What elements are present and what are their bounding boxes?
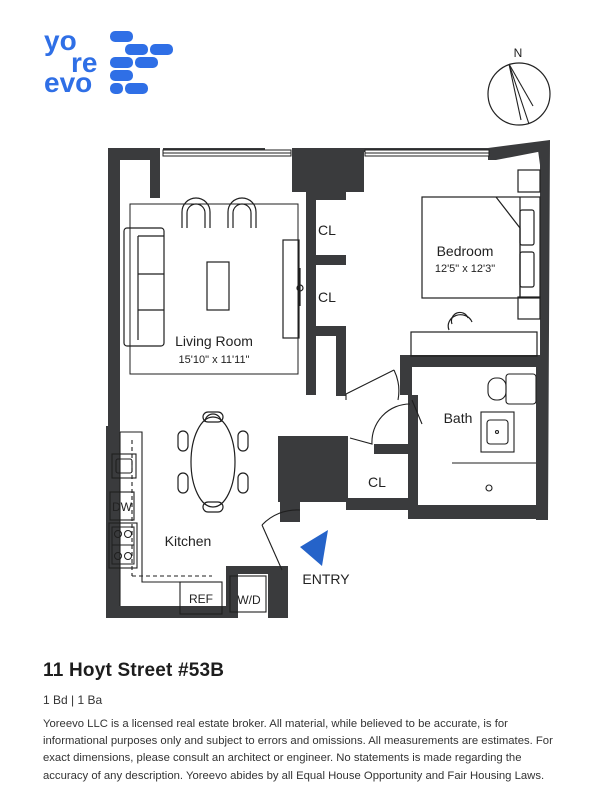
living-room-label: Living Room — [175, 333, 253, 349]
armchair-left — [181, 197, 211, 228]
listing-address: 11 Hoyt Street #53B — [43, 660, 225, 681]
armchair-right — [227, 197, 257, 228]
nightstand-bottom — [517, 296, 541, 320]
bath-door — [411, 399, 423, 425]
bedroom-label: Bedroom — [437, 243, 494, 259]
entry-door — [261, 524, 283, 571]
refrigerator-box — [179, 581, 223, 615]
logo-bricks — [110, 31, 173, 94]
kitchen-counters — [108, 431, 267, 615]
dresser — [410, 331, 538, 357]
washer-dryer-box — [229, 575, 267, 613]
rug — [129, 203, 299, 375]
dishwasher-label: DW — [112, 500, 133, 514]
closet-label-1: CL — [318, 222, 336, 238]
compass-ring-icon — [487, 62, 551, 126]
kitchen-label: Kitchen — [165, 533, 212, 549]
washer-dryer-label: W/D — [237, 593, 261, 607]
refrigerator-label: REF — [189, 592, 213, 606]
stove-icon — [108, 522, 138, 569]
compass-north-label: N — [514, 46, 523, 60]
yoreevo-logo: yo re evo — [44, 25, 173, 98]
room-labels: Living Room 15'10" x 11'11" Bedroom 12'5… — [112, 222, 495, 607]
legal-disclaimer: Yoreevo LLC is a licensed real estate br… — [43, 718, 553, 782]
bedroom-door — [345, 369, 395, 395]
logo-line-1: yo — [44, 25, 77, 56]
bed — [421, 196, 541, 299]
closet-door — [349, 403, 411, 445]
living-room-dims: 15'10" x 11'11" — [179, 354, 250, 366]
sofa — [123, 227, 165, 347]
floor-plan: yo re evo N — [44, 25, 551, 618]
bedroom-dims: 12'5" x 12'3" — [435, 263, 495, 275]
desk-chair — [447, 314, 473, 331]
sink-icon — [480, 411, 515, 453]
nightstand-top — [517, 169, 541, 193]
listing-summary: 1 Bd | 1 Ba — [43, 693, 103, 707]
toilet-icon — [487, 377, 507, 401]
entry-arrow-icon — [300, 530, 328, 566]
north-compass: N — [487, 46, 551, 126]
windows — [162, 149, 490, 157]
dining-table — [177, 411, 249, 513]
closet-label-2: CL — [318, 289, 336, 305]
bedroom-furniture — [410, 169, 541, 357]
doors — [261, 369, 423, 571]
bath-fixtures — [452, 373, 537, 492]
bath-label: Bath — [444, 410, 473, 426]
living-room-furniture — [123, 197, 304, 375]
entry-label: ENTRY — [302, 571, 350, 587]
logo-line-2: re — [71, 47, 97, 78]
tv-console — [282, 239, 300, 339]
closet-label-3: CL — [368, 474, 386, 490]
dishwasher-box — [109, 491, 135, 521]
kitchen-sink-icon — [111, 453, 137, 479]
walls — [106, 140, 550, 618]
logo-line-3: evo — [44, 67, 92, 98]
coffee-table — [206, 261, 230, 311]
